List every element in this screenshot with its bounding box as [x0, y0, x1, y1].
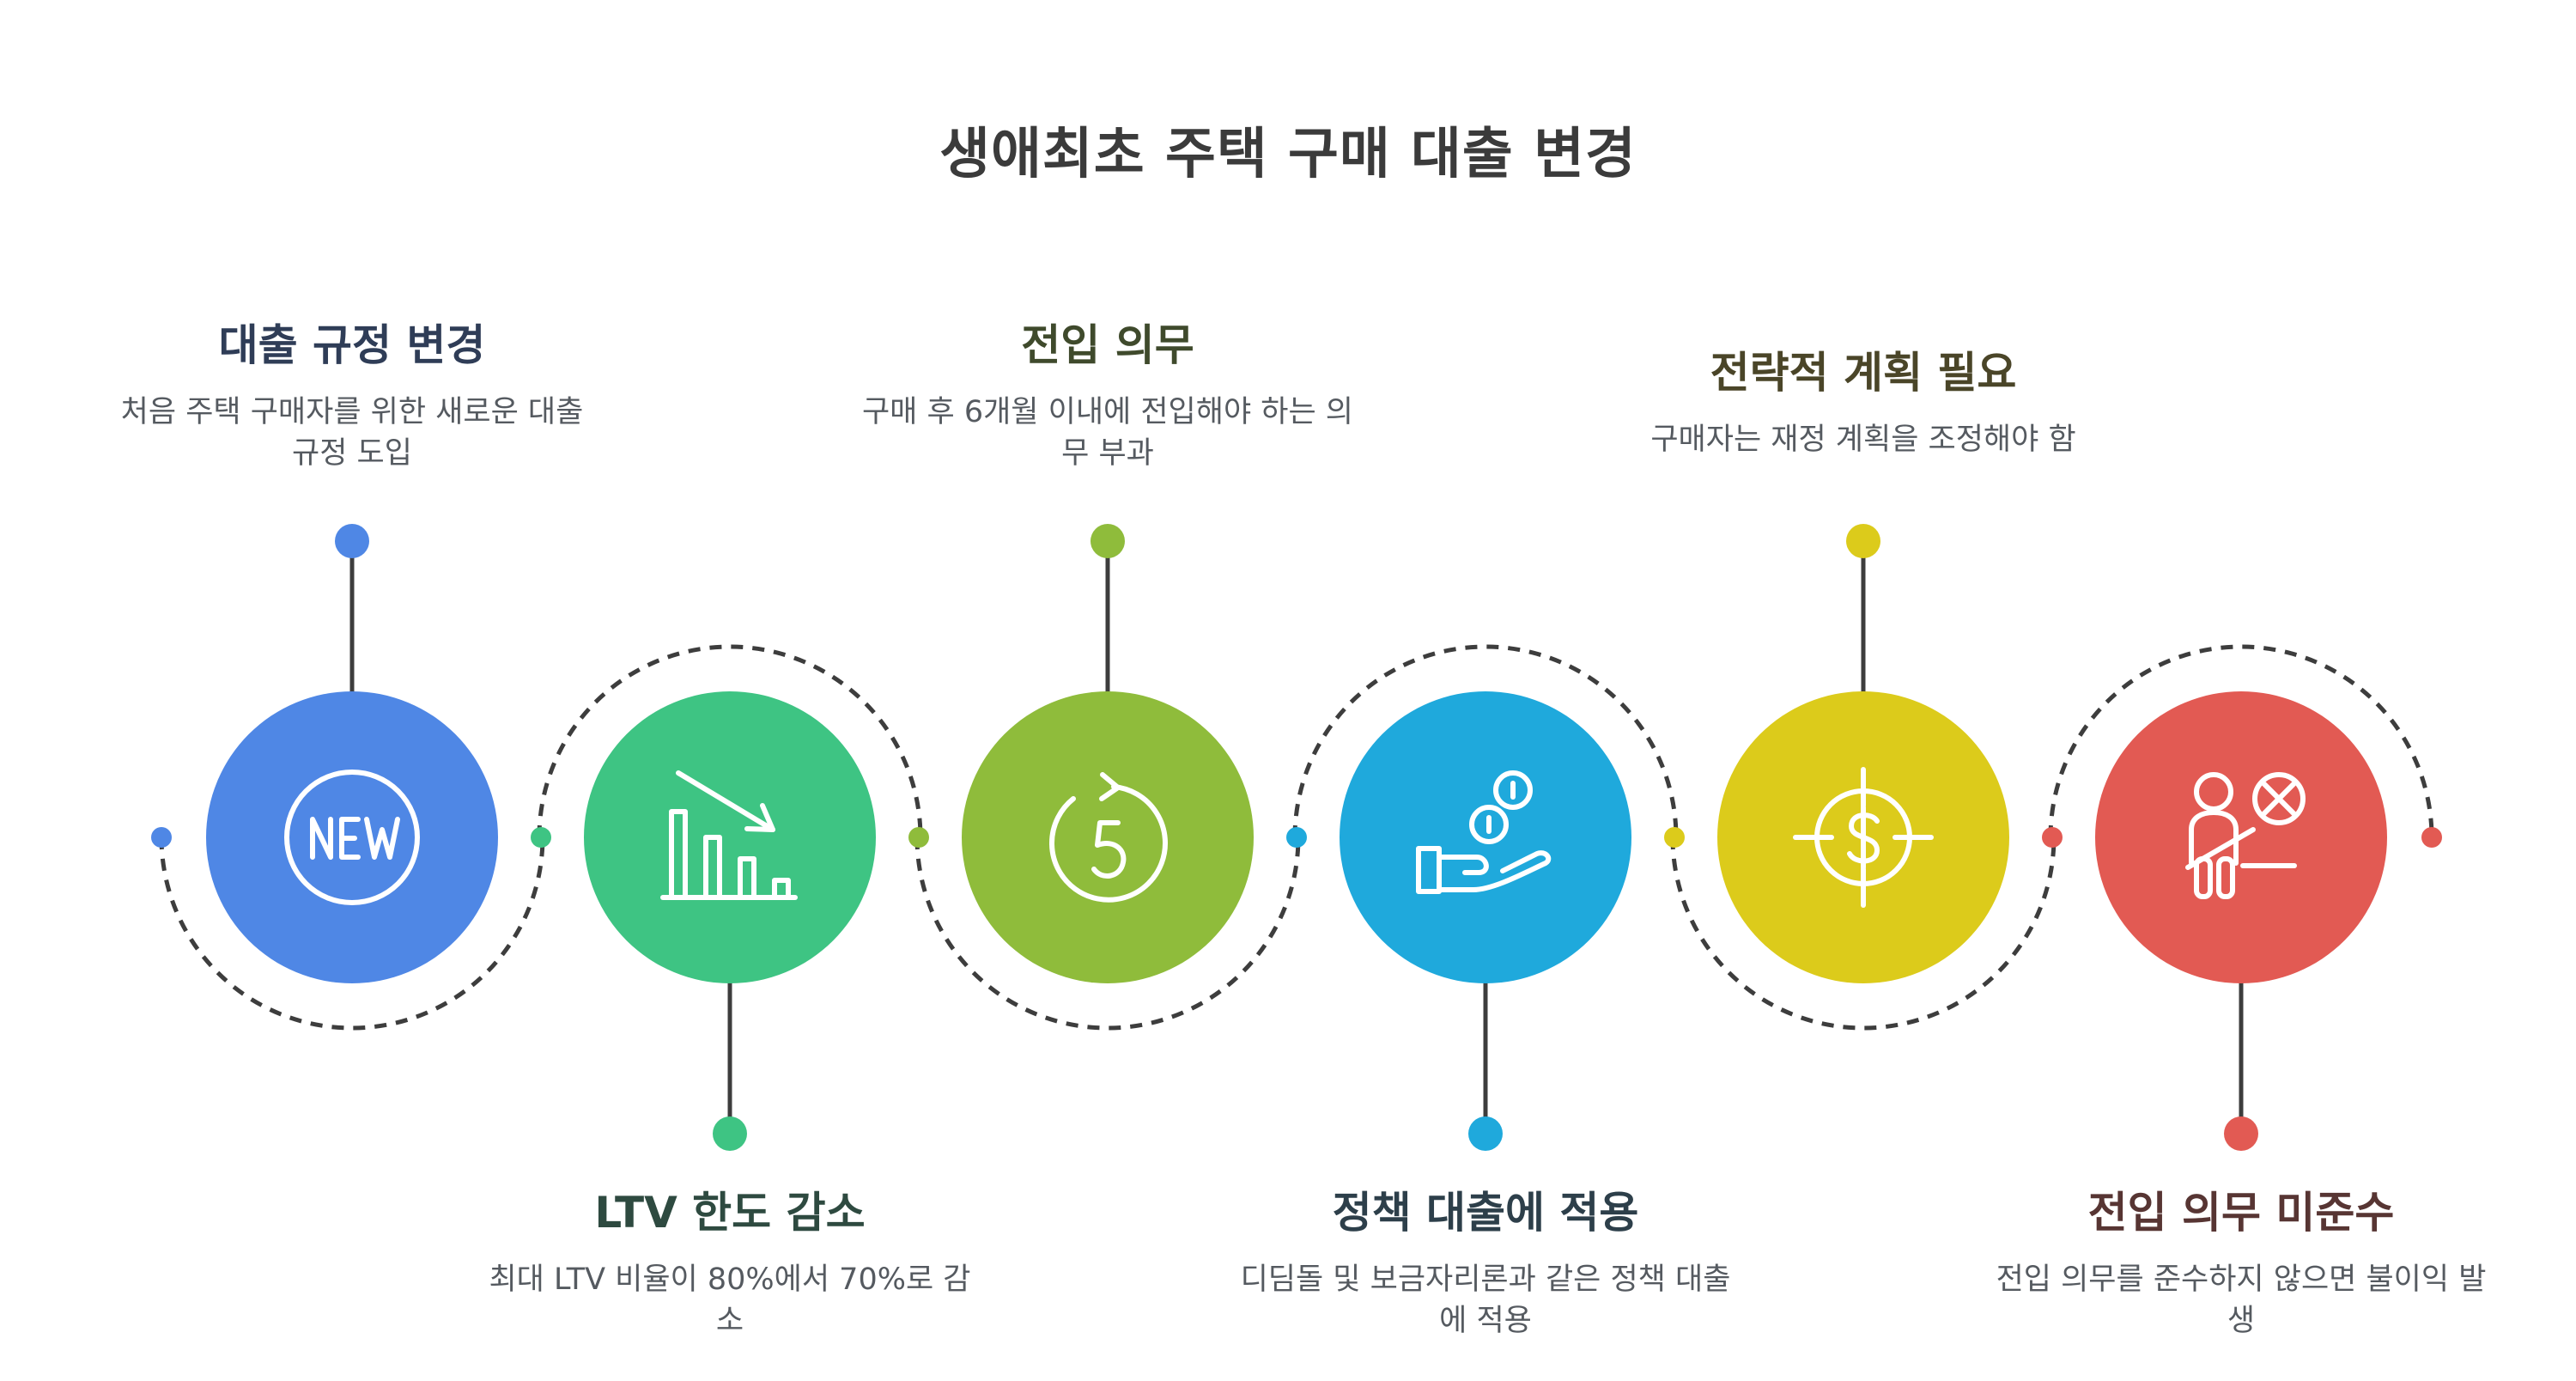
- step-2-junction-dot: [531, 827, 551, 848]
- step-6-junction-dot: [2042, 827, 2063, 848]
- dashed-arc-4: [1292, 644, 1679, 838]
- step-2-text: LTV 한도 감소 최대 LTV 비율이 80%에서 70%로 감소: [489, 1188, 971, 1338]
- step-1-marker-dot: [335, 524, 369, 558]
- dashed-arc-5: [1670, 837, 2057, 1031]
- step-2-title: LTV 한도 감소: [594, 1188, 866, 1238]
- hand-coins-icon: [1416, 770, 1552, 894]
- step-3-junction-dot: [908, 827, 929, 848]
- step-2-marker-dot: [713, 1116, 747, 1151]
- step-6-text: 전입 의무 미준수 전입 의무를 준수하지 않으면 불이익 발생: [1996, 1188, 2487, 1338]
- step-5-marker-dot: [1846, 524, 1880, 558]
- dashed-arc-6: [2048, 644, 2434, 838]
- step-3-marker-dot: [1091, 524, 1125, 558]
- step-3-description: 구매 후 6개월 이내에 전입해야 하는 의무 부과: [861, 395, 1354, 471]
- step-6-end-dot: [2421, 827, 2442, 848]
- dashed-arc-2: [537, 644, 923, 838]
- step-1-description: 처음 주택 구매자를 위한 새로운 대출 규정 도입: [120, 395, 584, 471]
- step-4-title: 정책 대출에 적용: [1332, 1188, 1639, 1238]
- countdown-five-icon: [1049, 772, 1168, 903]
- step-1: [151, 524, 498, 983]
- dashed-arc-1: [159, 837, 545, 1031]
- step-3: [908, 524, 1254, 983]
- step-5: [1664, 524, 2009, 983]
- dashed-arc-3: [914, 837, 1301, 1031]
- dollar-target-icon: [1793, 767, 1934, 908]
- step-1-junction-dot: [151, 827, 172, 848]
- person-prohibited-icon: [2185, 772, 2306, 899]
- step-1-text: 대출 규정 변경 처음 주택 구매자를 위한 새로운 대출 규정 도입: [120, 320, 584, 471]
- step-3-title: 전입 의무: [1021, 320, 1194, 370]
- step-5-title: 전략적 계획 필요: [1710, 348, 2017, 398]
- dashed-connector-path: [159, 644, 2434, 1031]
- page-title: 생애최초 주택 구매 대출 변경: [939, 123, 1637, 186]
- step-3-circle: [962, 691, 1254, 983]
- step-6-marker-dot: [2224, 1116, 2258, 1151]
- step-2-description: 최대 LTV 비율이 80%에서 70%로 감소: [489, 1262, 971, 1338]
- step-6: [2042, 691, 2442, 1151]
- step-4-circle: [1340, 691, 1631, 983]
- step-4-description: 디딤돌 및 보금자리론과 같은 정책 대출에 적용: [1240, 1262, 1731, 1338]
- step-5-junction-dot: [1664, 827, 1685, 848]
- step-1-title: 대출 규정 변경: [218, 320, 486, 370]
- new-badge-icon: [284, 770, 420, 905]
- step-4-marker-dot: [1468, 1116, 1503, 1151]
- step-4-text: 정책 대출에 적용 디딤돌 및 보금자리론과 같은 정책 대출에 적용: [1240, 1188, 1731, 1338]
- step-4: [1286, 691, 1631, 1151]
- step-6-description: 전입 의무를 준수하지 않으면 불이익 발생: [1996, 1262, 2487, 1338]
- step-6-title: 전입 의무 미준수: [2087, 1188, 2395, 1238]
- step-2: [531, 691, 876, 1151]
- step-2-circle: [584, 691, 876, 983]
- step-5-description: 구매자는 재정 계획을 조정해야 함: [1650, 423, 2076, 457]
- step-3-text: 전입 의무 구매 후 6개월 이내에 전입해야 하는 의무 부과: [861, 320, 1354, 471]
- declining-bar-chart-icon: [660, 770, 798, 900]
- step-5-text: 전략적 계획 필요 구매자는 재정 계획을 조정해야 함: [1650, 348, 2076, 457]
- step-4-junction-dot: [1286, 827, 1307, 848]
